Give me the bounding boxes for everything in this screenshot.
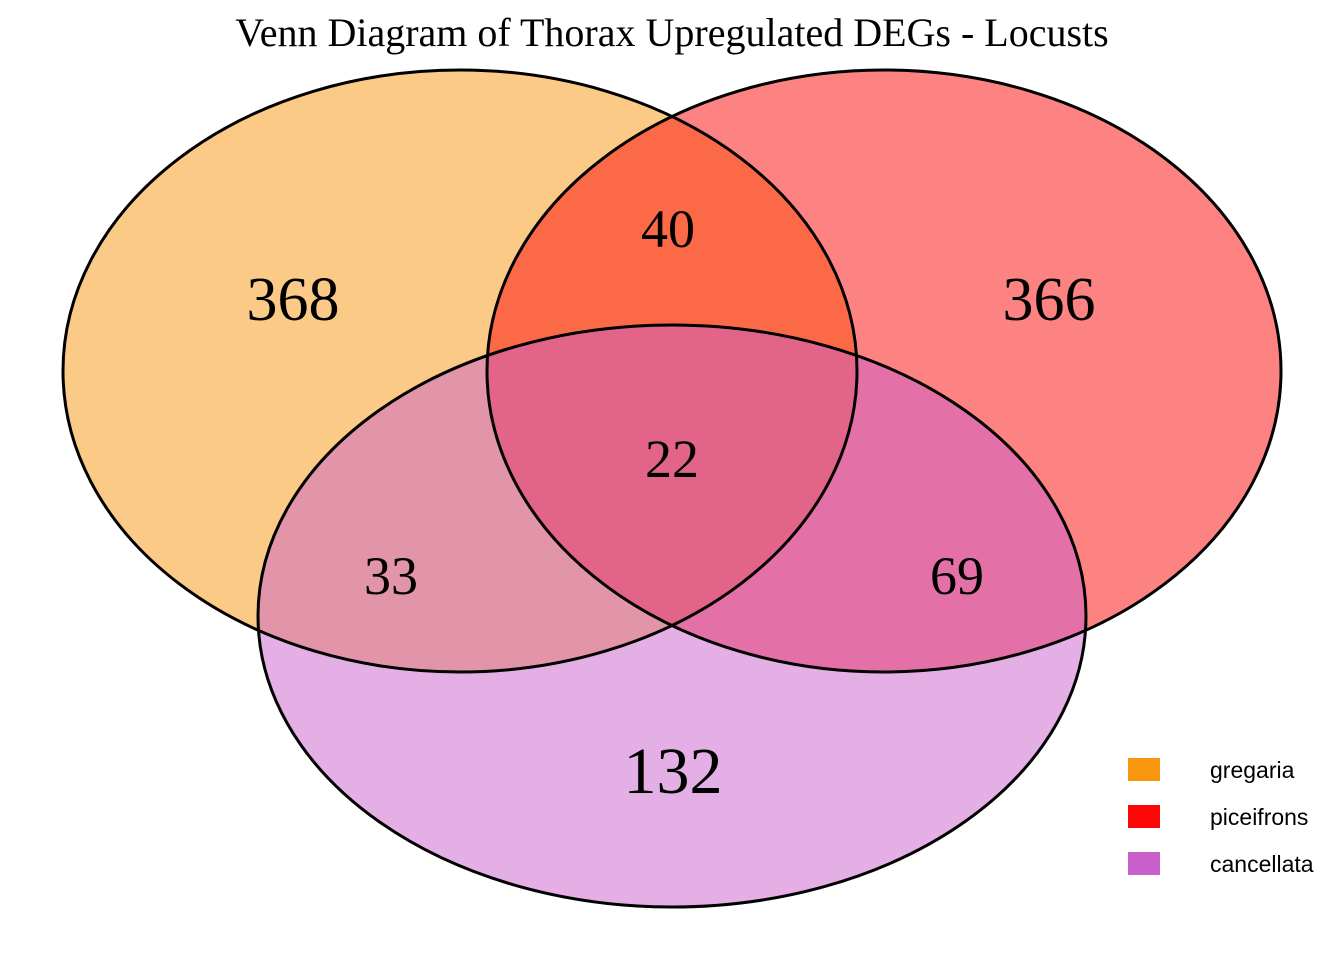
legend-label-cancellata: cancellata [1210,851,1314,877]
legend-label-piceifrons: piceifrons [1210,804,1308,830]
count-gregaria-piceifrons: 40 [641,199,695,259]
legend-swatch-cancellata [1128,852,1160,875]
legend-swatch-piceifrons [1128,805,1160,828]
count-all-three: 22 [645,429,699,489]
cancellata-ellipse-outline [256,323,1088,909]
count-gregaria-only: 368 [247,266,340,334]
legend: gregaria piceifrons cancellata [1128,757,1314,877]
piceifrons-ellipse-outline [485,68,1283,674]
count-gregaria-cancellata: 33 [364,546,418,606]
count-cancellata-only: 132 [624,735,723,808]
gregaria-ellipse-outline [61,68,859,674]
legend-swatch-gregaria [1128,758,1160,781]
chart-title: Venn Diagram of Thorax Upregulated DEGs … [235,10,1108,55]
count-piceifrons-only: 366 [1003,266,1096,334]
cancellata-ellipse-fill [258,325,1086,907]
legend-label-gregaria: gregaria [1210,757,1295,783]
count-piceifrons-cancellata: 69 [930,546,984,606]
